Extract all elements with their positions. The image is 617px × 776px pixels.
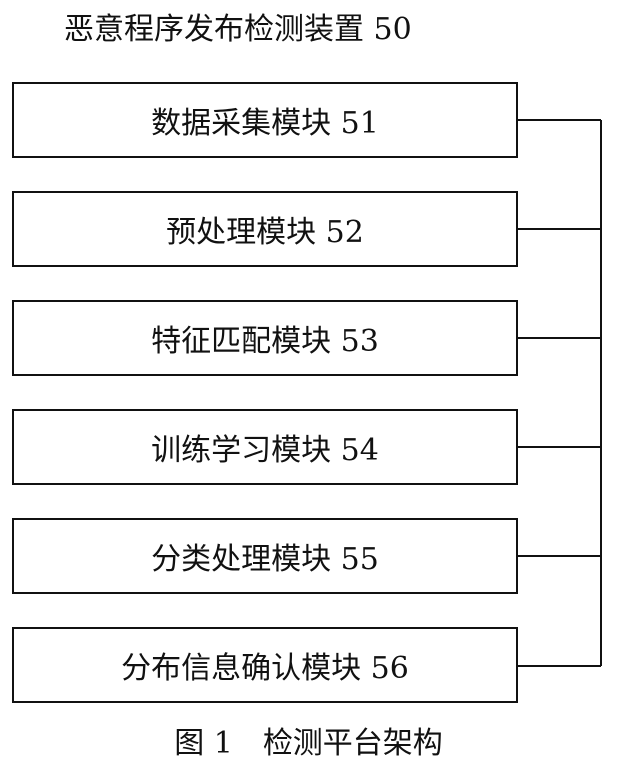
module-box-preprocessing: 预处理模块 52	[12, 191, 518, 267]
module-box-feature-matching: 特征匹配模块 53	[12, 300, 518, 376]
module-label: 训练学习模块 54	[151, 433, 379, 468]
module-box-classification: 分类处理模块 55	[12, 518, 518, 594]
module-label: 特征匹配模块 53	[151, 324, 379, 359]
module-box-data-collection: 数据采集模块 51	[12, 82, 518, 158]
figure-title: 检测平台架构	[262, 726, 443, 761]
module-box-distribution-confirm: 分布信息确认模块 56	[12, 627, 518, 703]
device-title: 恶意程序发布检测装置 50	[64, 12, 412, 47]
module-label: 预处理模块 52	[166, 215, 364, 250]
module-label: 分类处理模块 55	[151, 542, 379, 577]
figure-number: 图 1	[174, 726, 233, 761]
module-box-training-learning: 训练学习模块 54	[12, 409, 518, 485]
module-label: 分布信息确认模块 56	[121, 651, 409, 686]
figure-caption: 图 1 检测平台架构	[0, 722, 617, 766]
module-label: 数据采集模块 51	[151, 106, 379, 141]
